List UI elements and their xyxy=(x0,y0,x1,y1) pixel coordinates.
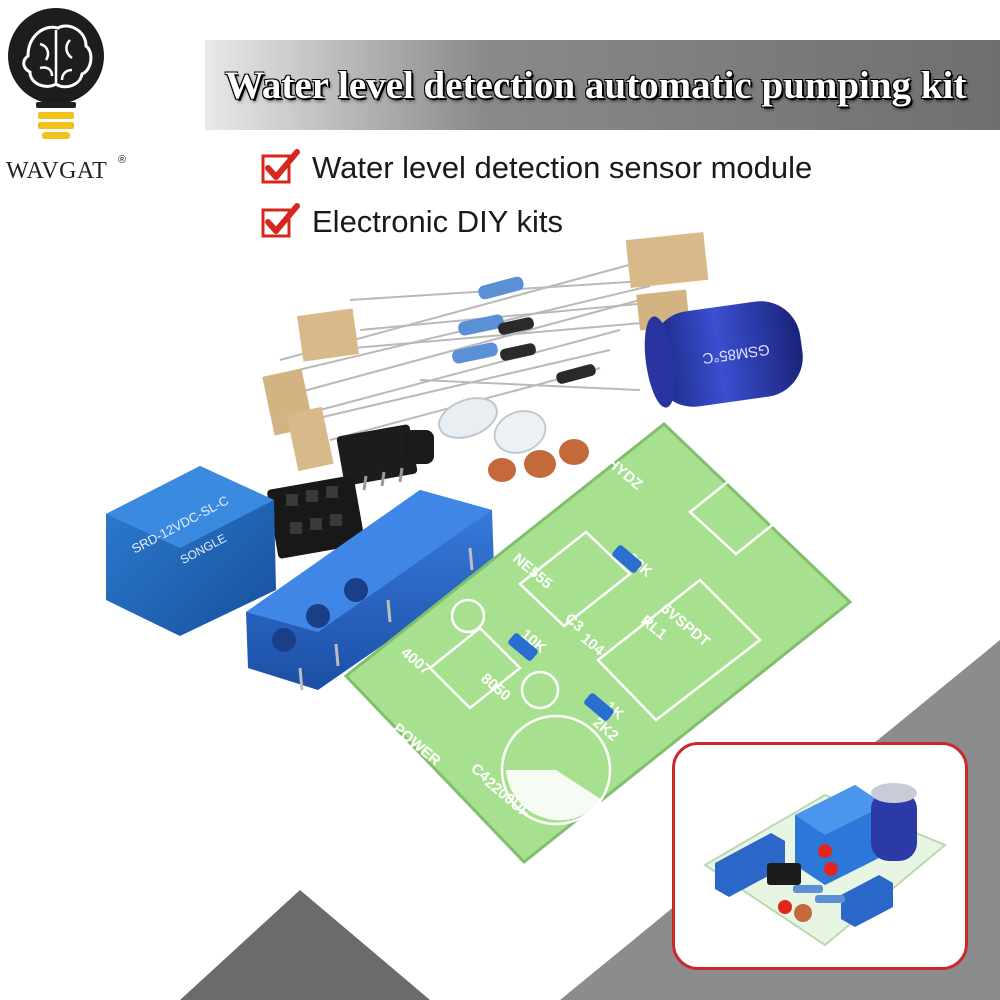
brain-folds xyxy=(39,30,73,84)
ic-socket xyxy=(267,475,365,559)
feature-text: Water level detection sensor module xyxy=(312,150,813,185)
terminal-blocks xyxy=(246,490,494,691)
resistors xyxy=(452,276,596,384)
bulb-base-3 xyxy=(42,132,70,139)
ceramic-capacitors xyxy=(488,439,589,482)
ic-chip xyxy=(336,424,434,493)
feature-text: Electronic DIY kits xyxy=(312,204,563,239)
pcb-board: POWER C4 2200UF 4007 8050 NE555 C3 104 R… xyxy=(343,422,853,865)
red-check-icon xyxy=(261,203,300,238)
brain-outline xyxy=(22,24,93,89)
leds xyxy=(438,397,547,454)
bulb-neck xyxy=(36,102,76,108)
registered-mark: ® xyxy=(118,154,127,166)
relay: SRD-12VDC-SL-C SONGLE xyxy=(106,466,276,636)
brand-name: WAVGAT xyxy=(6,158,108,184)
electrolytic-capacitor: GSM85°C xyxy=(644,301,803,408)
assembled-board-inset xyxy=(672,742,968,970)
feature-item: Water level detection sensor module xyxy=(260,146,960,190)
page-title: Water level detection automatic pumping … xyxy=(225,64,967,107)
tape-strips xyxy=(262,232,709,472)
bulb-base-2 xyxy=(38,122,74,129)
red-check-icon xyxy=(261,149,300,184)
title-banner xyxy=(205,40,1000,130)
brain-lightbulb-icon xyxy=(8,8,104,139)
bulb-base-1 xyxy=(38,112,74,119)
gray-wedge-bottom xyxy=(180,890,430,1000)
feature-item: Electronic DIY kits xyxy=(260,200,960,244)
assembled-board-photo xyxy=(703,783,947,947)
